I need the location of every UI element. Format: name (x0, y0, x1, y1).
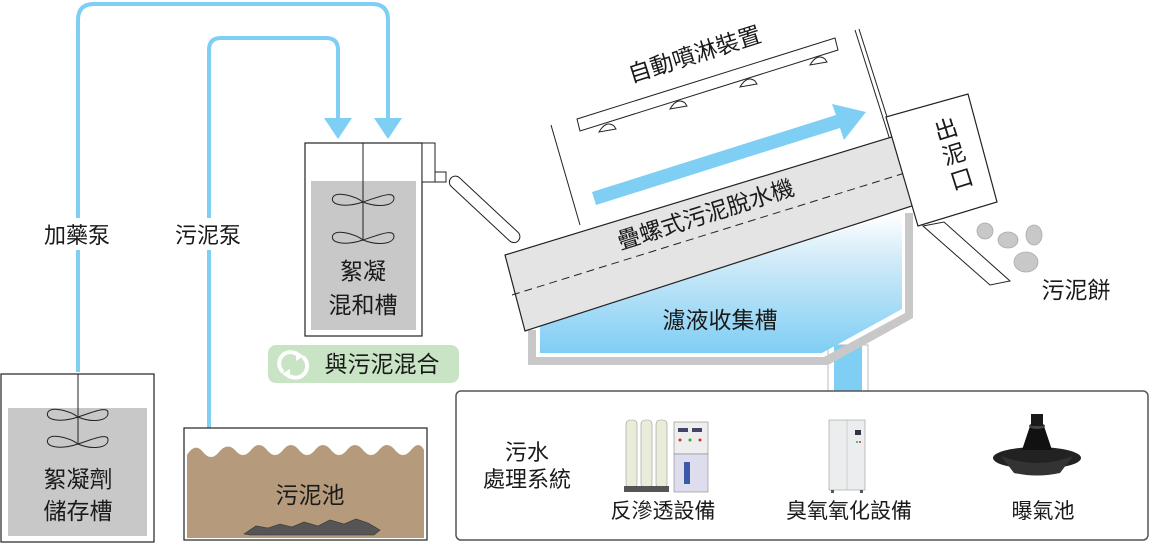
sludge-cake-label: 污泥餅 (1042, 278, 1111, 304)
reverse-osmosis-icon (624, 419, 709, 493)
flocculant-tank-label-2: 儲存槽 (44, 499, 113, 525)
dosing-pipe (76, 2, 390, 372)
sludge-pipe-arrow (324, 118, 352, 139)
sludge-pond-label: 污泥池 (276, 483, 345, 509)
filtrate-collection-tank: 濾液收集槽 (528, 213, 913, 394)
ozone-cabinet-icon (828, 419, 866, 493)
wastewater-treatment-panel: 污水 處理系統 反滲透設備 臭氧氧化設備 (455, 390, 1149, 541)
wastewater-system-title-1: 污水 (505, 441, 549, 466)
dosing-pump-label: 加藥泵 (44, 224, 110, 249)
sludge-pond: 污泥池 (183, 427, 428, 541)
refresh-cycle-icon (277, 350, 310, 380)
equipment-label-ro: 反滲透設備 (611, 499, 716, 523)
mix-badge-label: 與污泥混合 (325, 352, 440, 378)
equipment-label-aeration: 曝氣池 (1012, 499, 1075, 523)
flocculation-mixing-tank: 絮凝 混和槽 (304, 142, 521, 337)
mixing-tank-label-2: 混和槽 (329, 293, 398, 319)
wastewater-system-title-2: 處理系統 (483, 468, 571, 493)
flocculant-tank-label-1: 絮凝劑 (44, 467, 113, 493)
sludge-outlet: 出 泥 口 (885, 93, 1012, 286)
sludge-pump-label: 污泥泵 (175, 224, 241, 249)
equipment-label-ozone: 臭氧氧化設備 (786, 499, 912, 523)
sludge-pipe (207, 36, 340, 428)
mixer-impeller-icon (46, 408, 109, 448)
mixing-tank-label-1: 絮凝 (340, 259, 386, 285)
filtrate-tank-label: 濾液收集槽 (663, 308, 778, 334)
spray-nozzle-icon (598, 56, 828, 133)
dosing-pipe-arrow (374, 118, 402, 139)
sediment-stones (243, 518, 381, 536)
mix-with-sludge-badge: 與污泥混合 (268, 345, 459, 383)
mixer-impeller-icon (331, 193, 395, 244)
auto-spray-device: 自動噴淋裝置 (576, 22, 839, 133)
flocculant-storage-tank: 絮凝劑 儲存槽 (0, 373, 155, 543)
sludge-cake-pieces (976, 222, 1043, 273)
flow-direction-arrow (592, 104, 866, 205)
aerator-icon (993, 414, 1081, 476)
